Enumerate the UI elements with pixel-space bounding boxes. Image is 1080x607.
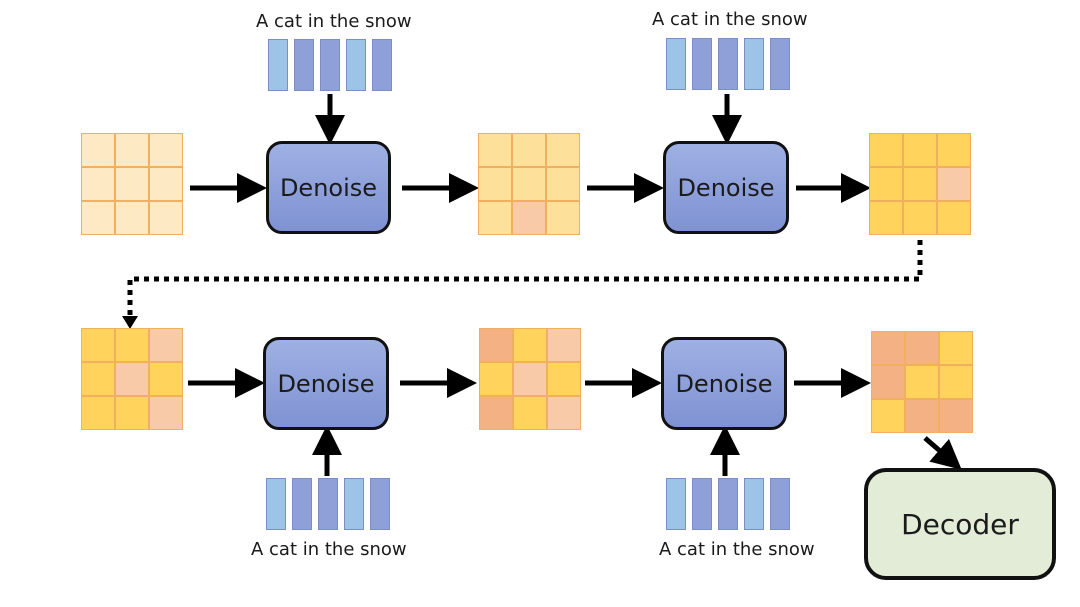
- dotted-connector-arrowhead: [122, 316, 138, 329]
- latent-cell: [939, 331, 973, 365]
- latent-cell: [81, 362, 115, 396]
- prompt-caption: A cat in the snow: [256, 11, 412, 32]
- latent-cell: [903, 133, 937, 167]
- latent-cell: [512, 201, 546, 235]
- latent-cell: [871, 399, 905, 433]
- latent-cell: [478, 133, 512, 167]
- latent-cell: [547, 362, 581, 396]
- latent-cell: [939, 399, 973, 433]
- latent-cell: [81, 396, 115, 430]
- latent-cell: [869, 133, 903, 167]
- latent-grid: [479, 328, 581, 430]
- latent-cell: [115, 133, 149, 167]
- latent-cell: [905, 399, 939, 433]
- latent-cell: [869, 201, 903, 235]
- latent-cell: [149, 328, 183, 362]
- denoise-box: Denoise: [266, 141, 391, 234]
- latent-cell: [81, 133, 115, 167]
- latent-cell: [149, 167, 183, 201]
- decoder-box: Decoder: [864, 468, 1056, 580]
- text-token: [692, 478, 712, 530]
- text-token: [320, 39, 340, 91]
- latent-cell: [513, 328, 547, 362]
- latent-cell: [479, 362, 513, 396]
- text-token: [692, 38, 712, 90]
- latent-cell: [81, 328, 115, 362]
- text-token-group: [268, 39, 392, 91]
- denoise-box: Denoise: [263, 337, 389, 430]
- latent-cell: [115, 362, 149, 396]
- latent-cell: [115, 396, 149, 430]
- latent-cell: [903, 167, 937, 201]
- text-token: [744, 478, 764, 530]
- text-token: [744, 38, 764, 90]
- text-token: [294, 39, 314, 91]
- latent-grid: [871, 331, 973, 433]
- latent-cell: [149, 201, 183, 235]
- text-token: [718, 478, 738, 530]
- latent-cell: [115, 167, 149, 201]
- text-token-group: [266, 478, 390, 530]
- latent-cell: [115, 328, 149, 362]
- latent-cell: [479, 396, 513, 430]
- text-token: [344, 478, 364, 530]
- latent-cell: [905, 331, 939, 365]
- text-token: [268, 39, 288, 91]
- denoise-box: Denoise: [661, 337, 787, 430]
- text-token: [372, 39, 392, 91]
- text-token: [770, 478, 790, 530]
- latent-cell: [478, 201, 512, 235]
- prompt-caption: A cat in the snow: [659, 539, 815, 560]
- latent-cell: [115, 201, 149, 235]
- latent-cell: [547, 396, 581, 430]
- latent-cell: [546, 167, 580, 201]
- latent-cell: [871, 365, 905, 399]
- text-token: [770, 38, 790, 90]
- decoder-arrow: [923, 436, 962, 470]
- latent-cell: [937, 133, 971, 167]
- latent-cell: [81, 201, 115, 235]
- latent-cell: [939, 365, 973, 399]
- latent-grid: [81, 133, 183, 235]
- latent-cell: [547, 328, 581, 362]
- latent-cell: [512, 167, 546, 201]
- text-token-group: [666, 38, 790, 90]
- latent-cell: [546, 201, 580, 235]
- latent-cell: [937, 167, 971, 201]
- denoise-box: Denoise: [663, 141, 789, 234]
- latent-cell: [546, 133, 580, 167]
- text-token: [718, 38, 738, 90]
- latent-cell: [478, 167, 512, 201]
- latent-cell: [149, 133, 183, 167]
- dotted-connector: [127, 240, 923, 318]
- text-token: [266, 478, 286, 530]
- text-token: [370, 478, 390, 530]
- latent-cell: [149, 396, 183, 430]
- latent-cell: [869, 167, 903, 201]
- text-token: [346, 39, 366, 91]
- prompt-caption: A cat in the snow: [652, 9, 808, 30]
- text-token: [318, 478, 338, 530]
- latent-cell: [513, 396, 547, 430]
- latent-cell: [81, 167, 115, 201]
- text-token: [666, 478, 686, 530]
- latent-cell: [513, 362, 547, 396]
- latent-cell: [871, 331, 905, 365]
- latent-cell: [512, 133, 546, 167]
- text-token-group: [666, 478, 790, 530]
- prompt-caption: A cat in the snow: [251, 539, 407, 560]
- latent-grid: [869, 133, 971, 235]
- latent-cell: [149, 362, 183, 396]
- latent-grid: [478, 133, 580, 235]
- latent-cell: [903, 201, 937, 235]
- latent-cell: [479, 328, 513, 362]
- text-token: [666, 38, 686, 90]
- latent-cell: [937, 201, 971, 235]
- latent-grid: [81, 328, 183, 430]
- text-token: [292, 478, 312, 530]
- latent-cell: [905, 365, 939, 399]
